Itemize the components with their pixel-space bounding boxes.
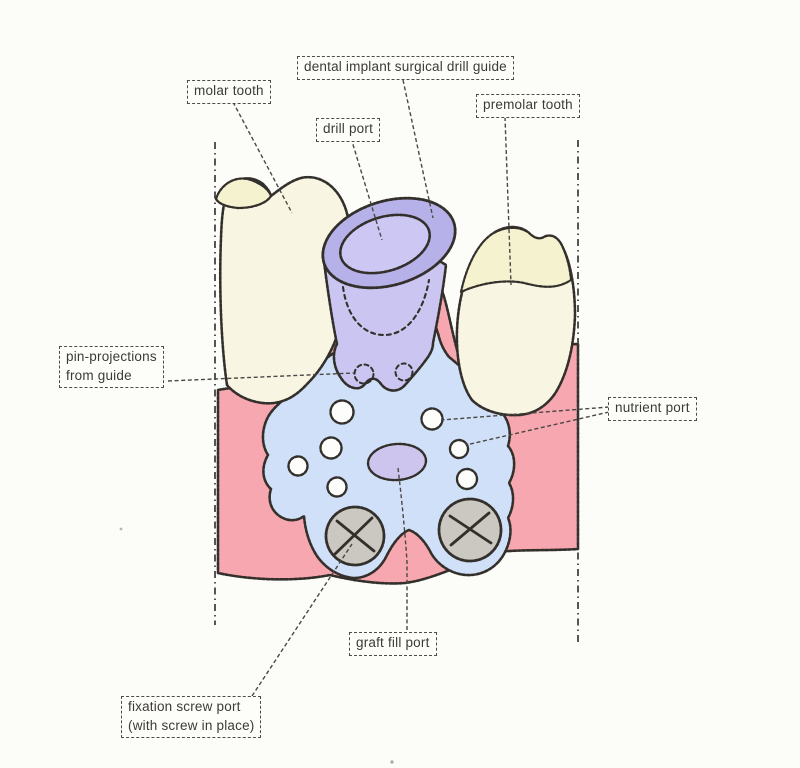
- label-fixation-screw-line1: fixation screw port: [128, 699, 241, 714]
- label-molar-tooth-text: molar tooth: [194, 83, 264, 98]
- label-graft-fill-port-text: graft fill port: [356, 635, 430, 650]
- label-pin-projections: pin-projections from guide: [59, 346, 164, 389]
- nutrient-port-hole: [455, 467, 479, 491]
- leader-premolar-tooth: [504, 116, 512, 286]
- leader-fixation-screw: [251, 543, 353, 697]
- label-pin-projections-line2: from guide: [66, 367, 132, 383]
- premolar-crown: [459, 226, 573, 294]
- nutrient-port-hole: [319, 436, 343, 460]
- leader-molar-tooth: [232, 101, 293, 214]
- scan-artifact-dot: [390, 760, 394, 764]
- label-premolar-tooth: premolar tooth: [476, 94, 580, 118]
- nutrient-port-hole: [326, 476, 348, 498]
- label-graft-fill-port: graft fill port: [349, 632, 437, 656]
- cylinder-hidden-contour: [341, 278, 431, 337]
- nutrient-port-hole: [287, 455, 309, 477]
- leader-nutrient-port-1: [440, 406, 610, 421]
- label-fixation-screw-port: fixation screw port (with screw in place…: [121, 696, 262, 739]
- nutrient-port-hole: [329, 399, 355, 425]
- label-pin-projections-line1: pin-projections: [66, 349, 157, 364]
- label-molar-tooth: molar tooth: [187, 80, 271, 104]
- nutrient-port-hole: [420, 407, 444, 431]
- label-drill-port: drill port: [316, 118, 381, 142]
- pin-projection-right: [394, 362, 414, 382]
- leader-drill-guide: [402, 79, 434, 219]
- graft-fill-port-oval: [366, 442, 428, 482]
- leader-graft-fill-port: [397, 467, 408, 632]
- leader-pin-projections: [167, 372, 355, 382]
- scan-artifact-dot: [119, 527, 123, 531]
- label-nutrient-port: nutrient port: [608, 397, 697, 421]
- pin-projection-left: [353, 363, 375, 385]
- fixation-screw-left: [324, 505, 386, 567]
- molar-cusp: [214, 177, 273, 210]
- screw-cross-icon: [333, 516, 376, 556]
- label-premolar-tooth-text: premolar tooth: [483, 97, 573, 112]
- label-drill-port-text: drill port: [323, 121, 374, 136]
- nutrient-ports: [287, 399, 479, 498]
- nutrient-port-hole: [448, 438, 470, 460]
- leader-nutrient-port-2: [465, 411, 610, 446]
- screw-cross-icon: [448, 511, 493, 547]
- label-drill-guide-text: dental implant surgical drill guide: [304, 59, 507, 74]
- leader-drill-port: [350, 137, 383, 241]
- drill-port-opening: [339, 213, 431, 275]
- label-drill-guide: dental implant surgical drill guide: [297, 56, 514, 80]
- label-nutrient-port-text: nutrient port: [615, 400, 690, 415]
- fixation-screw-right: [437, 497, 503, 563]
- label-fixation-screw-line2: (with screw in place): [128, 717, 255, 733]
